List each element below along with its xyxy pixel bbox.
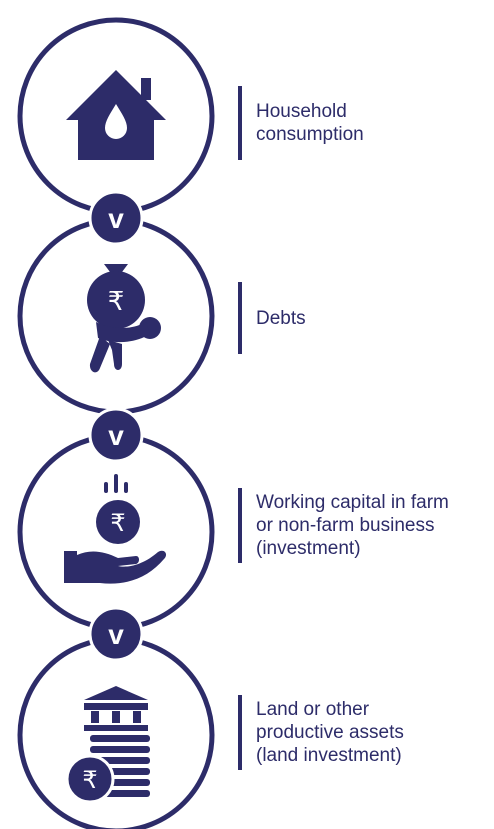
step-1-label: Household consumption <box>256 101 364 145</box>
person-carrying-money-bag-icon <box>87 264 161 373</box>
step-2-label-bar <box>238 282 242 354</box>
bank-coin-stack-icon <box>65 686 150 804</box>
step-3-label: Working capital in farm or non-farm busi… <box>256 492 449 559</box>
connector-1-badge <box>88 190 144 246</box>
rupee-symbol-icon: ₹ <box>82 766 97 794</box>
step-2-label: Debts <box>256 307 306 329</box>
step-4-label-group: Land or other productive assets (land in… <box>238 695 404 770</box>
house-drop-icon <box>66 70 166 160</box>
connector-3-badge <box>88 606 144 662</box>
connector-3-chevron-icon: v <box>108 619 124 650</box>
step-4-label-bar <box>238 695 242 770</box>
step-1-label-group: Household consumption <box>238 86 364 160</box>
connector-1-chevron-icon: v <box>108 203 124 234</box>
connector-2-badge <box>88 407 144 463</box>
rupee-symbol-icon: ₹ <box>110 509 125 537</box>
step-4-circle <box>17 636 215 829</box>
rupee-symbol-icon: ₹ <box>108 287 125 317</box>
connector-2-chevron-icon: v <box>108 420 124 451</box>
hand-receiving-rupee-coin-icon <box>64 474 167 584</box>
step-2-label-group: Debts <box>238 282 306 354</box>
step-3-label-group: Working capital in farm or non-farm busi… <box>238 488 449 563</box>
step-4-label: Land or other productive assets (land in… <box>256 699 404 766</box>
step-3-label-bar <box>238 488 242 563</box>
step-1-label-bar <box>238 86 242 160</box>
